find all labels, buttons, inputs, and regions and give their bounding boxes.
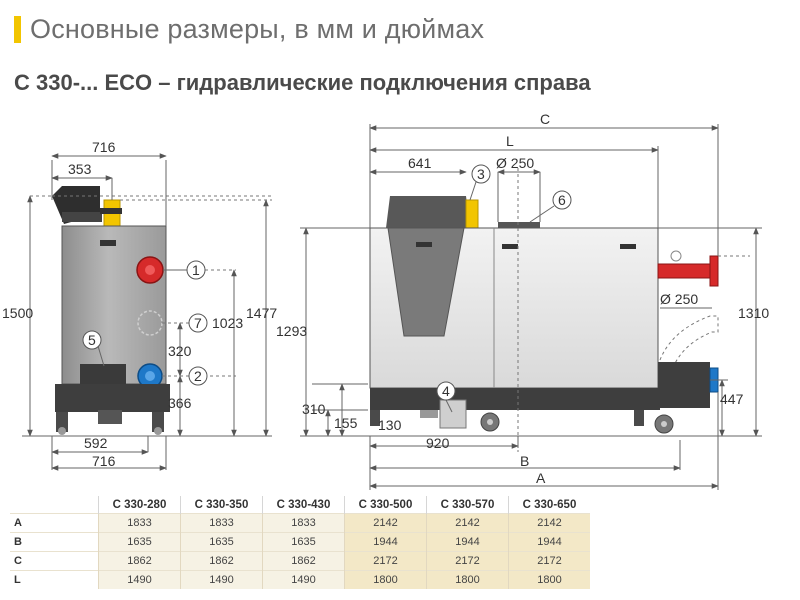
- callout-6: [552, 190, 572, 210]
- table-header-cell: C 330-650: [508, 496, 590, 514]
- side-dim-1477: 1477: [246, 305, 277, 321]
- table-cell: 1944: [426, 532, 509, 552]
- table-cell: 1862: [262, 551, 345, 571]
- table-header-cell: C 330-280: [98, 496, 181, 514]
- front-dim-1293: 1293: [276, 323, 307, 339]
- table-cell: 1490: [98, 570, 181, 589]
- table-row: A 1833 1833 1833 2142 2142 2142: [10, 513, 590, 533]
- table-cell: 2172: [508, 551, 590, 571]
- side-dim-320: 320: [168, 343, 192, 359]
- table-cell: 1833: [180, 513, 263, 533]
- front-base: [370, 388, 660, 410]
- callout-1: [186, 260, 206, 280]
- front-dim-B: B: [520, 453, 529, 469]
- table-header-cell: C 330-570: [426, 496, 509, 514]
- side-dim-716-bottom: 716: [92, 453, 116, 469]
- table-cell: 1800: [344, 570, 427, 589]
- table-corner: [10, 496, 99, 514]
- front-view: C L 641 Ø 250 1293 Ø 250 1310 447 310 15…: [276, 111, 769, 490]
- side-dim-353: 353: [68, 161, 92, 177]
- table-cell: 1862: [180, 551, 263, 571]
- table-cell: 2172: [344, 551, 427, 571]
- callout-7: [188, 313, 208, 333]
- front-dim-130: 130: [378, 417, 402, 433]
- table-header-cell: C 330-350: [180, 496, 263, 514]
- callout-3: [471, 164, 491, 184]
- front-dim-155: 155: [334, 415, 358, 431]
- side-view: 716 353 1500 1477 1023 320 366 592 716 1…: [2, 139, 277, 471]
- front-dim-C: C: [540, 111, 550, 127]
- front-dim-310: 310: [302, 401, 326, 417]
- callout-5-label: 5: [88, 332, 96, 348]
- front-right-block: [658, 362, 710, 408]
- title-accent-bar: [14, 16, 21, 43]
- front-dim-diameter-250-right: Ø 250: [660, 291, 698, 307]
- front-dim-1310: 1310: [738, 305, 769, 321]
- page-title: Основные размеры, в мм и дюймах: [30, 14, 485, 44]
- callout-7-label: 7: [194, 315, 202, 331]
- callout-3-label: 3: [477, 166, 485, 182]
- front-yellow-connector: [465, 199, 479, 229]
- front-dim-920: 920: [426, 435, 450, 451]
- front-flue-outlet: [498, 222, 540, 228]
- table-header-row: C 330-280 C 330-350 C 330-430 C 330-500 …: [10, 496, 590, 514]
- table-row-label: C: [10, 551, 99, 571]
- front-dim-diameter-250-top: Ø 250: [496, 155, 534, 171]
- front-dim-L: L: [506, 133, 514, 149]
- table-cell: 1944: [344, 532, 427, 552]
- table-cell: 1490: [262, 570, 345, 589]
- table-header-cell: C 330-430: [262, 496, 345, 514]
- page-subtitle: C 330-... ECO – гидравлические подключен…: [14, 70, 591, 95]
- callout-4-label: 4: [442, 383, 450, 399]
- table-row-label: B: [10, 532, 99, 552]
- table-cell: 1833: [262, 513, 345, 533]
- table-row-label: A: [10, 513, 99, 533]
- table-cell: 1800: [508, 570, 590, 589]
- table-cell: 2142: [508, 513, 590, 533]
- side-dim-1023: 1023: [212, 315, 243, 331]
- front-funnel: [387, 227, 465, 337]
- table-cell: 1635: [262, 532, 345, 552]
- callout-5: [82, 330, 102, 350]
- front-flue-pipe-dashed: [659, 315, 719, 371]
- table-header-cell: C 330-500: [344, 496, 427, 514]
- side-dim-1500: 1500: [2, 305, 33, 321]
- callout-6-label: 6: [558, 192, 566, 208]
- side-base: [55, 384, 170, 412]
- front-dim-447: 447: [720, 391, 744, 407]
- table-cell: 2172: [426, 551, 509, 571]
- callout-2-label: 2: [194, 368, 202, 384]
- side-dim-592: 592: [84, 435, 108, 451]
- side-boiler-body: [61, 225, 167, 385]
- dimensions-table: C 330-280 C 330-350 C 330-430 C 330-500 …: [10, 496, 590, 589]
- table-cell: 1635: [98, 532, 181, 552]
- table-cell: 1833: [98, 513, 181, 533]
- front-dim-641: 641: [408, 155, 432, 171]
- front-flow-pipe-red: [657, 263, 715, 279]
- side-dim-366: 366: [168, 395, 192, 411]
- side-dim-716-top: 716: [92, 139, 116, 155]
- callout-4: [436, 381, 456, 401]
- table-row: B 1635 1635 1635 1944 1944 1944: [10, 532, 590, 552]
- table-cell: 1862: [98, 551, 181, 571]
- table-row: L 1490 1490 1490 1800 1800 1800: [10, 570, 590, 589]
- table-cell: 1800: [426, 570, 509, 589]
- table-cell: 1635: [180, 532, 263, 552]
- table-row-label: L: [10, 570, 99, 589]
- front-flue-hood: [386, 196, 470, 228]
- callout-2: [188, 366, 208, 386]
- callout-1-label: 1: [192, 262, 200, 278]
- table-row: C 1862 1862 1862 2172 2172 2172: [10, 551, 590, 571]
- front-dim-A: A: [536, 470, 546, 486]
- table-cell: 1944: [508, 532, 590, 552]
- table-cell: 2142: [426, 513, 509, 533]
- side-component-5: [80, 364, 126, 384]
- table-cell: 1490: [180, 570, 263, 589]
- table-cell: 2142: [344, 513, 427, 533]
